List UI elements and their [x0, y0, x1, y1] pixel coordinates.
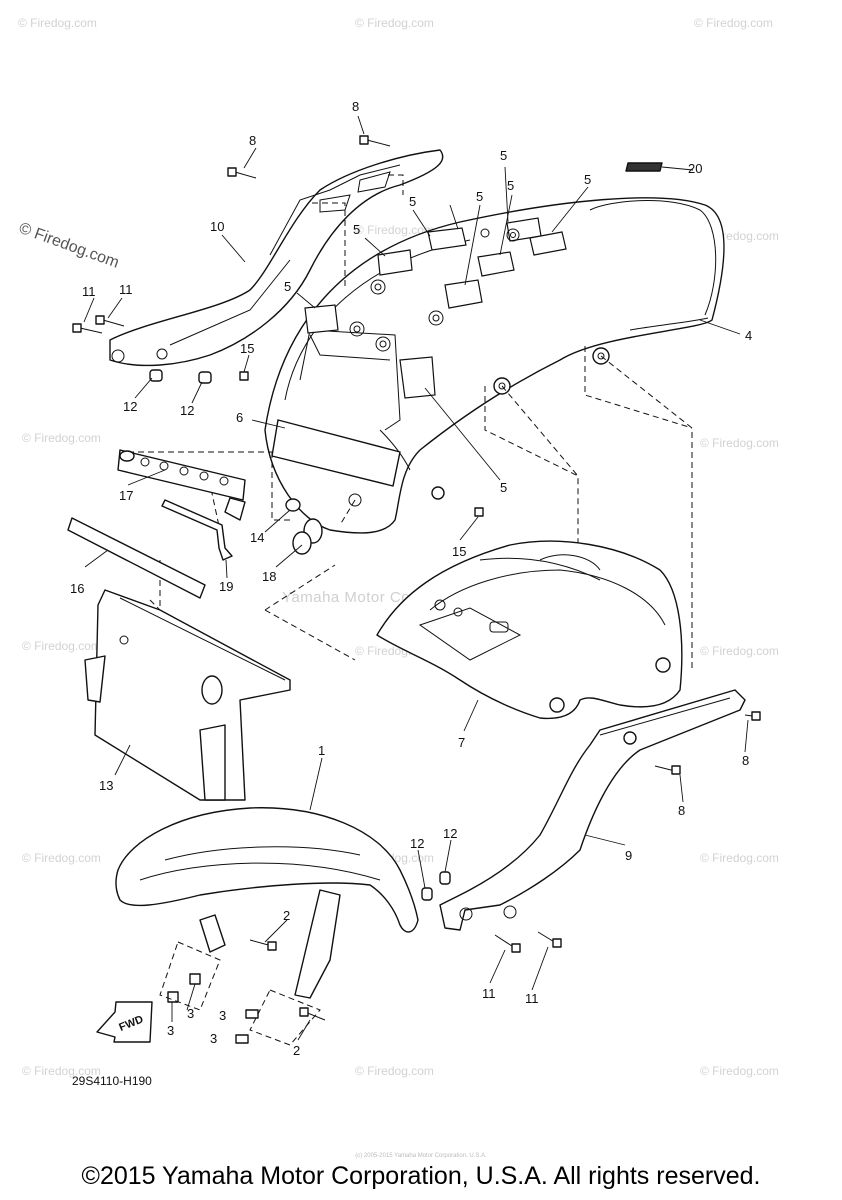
callout-label: 17 [119, 488, 133, 503]
callout-label: 5 [507, 178, 514, 193]
callout-label: 3 [167, 1023, 174, 1038]
callout-label: 11 [482, 986, 496, 1001]
callout-label: 11 [119, 282, 133, 297]
callout-label: 19 [219, 579, 233, 594]
strip-part-16 [67, 517, 206, 599]
callout-label: 2 [283, 908, 290, 923]
front-fender-part-1 [115, 807, 419, 933]
callout-label: 5 [409, 194, 416, 209]
callout-label: 5 [284, 279, 291, 294]
callout-labels: 1 2 2 3 3 3 3 4 5 5 5 5 5 5 5 5 6 7 8 8 … [70, 99, 752, 1058]
watermark: © Firedog.com [355, 1064, 434, 1078]
callout-label: 11 [525, 991, 539, 1006]
callout-label: 5 [500, 480, 507, 495]
callout-label: 8 [352, 99, 359, 114]
callout-label: 5 [476, 189, 483, 204]
watermark: © Firedog.com [700, 851, 779, 865]
callout-label: 5 [500, 148, 507, 163]
callout-label: 14 [250, 530, 264, 545]
callout-label: 8 [678, 803, 685, 818]
callout-label: 5 [584, 172, 591, 187]
watermark: © Firedog.com [22, 639, 101, 653]
callout-label: 3 [187, 1006, 194, 1021]
callout-label: 4 [745, 328, 752, 343]
watermark: © Firedog.com [18, 16, 97, 30]
callout-label: 2 [293, 1043, 300, 1058]
callout-label: 15 [240, 341, 254, 356]
callout-label: 12 [180, 403, 194, 418]
reflector-bracket-part-17 [117, 449, 246, 521]
watermark: © Firedog.com [355, 16, 434, 30]
license-bracket-part-13 [84, 589, 291, 801]
callout-label: 13 [99, 778, 113, 793]
wire-part-19 [161, 499, 233, 561]
rear-fender-part-4 [264, 197, 725, 534]
copyright-footer: ©2015 Yamaha Motor Corporation, U.S.A. A… [81, 1162, 761, 1190]
callout-label: 11 [82, 284, 96, 299]
callout-label: 7 [458, 735, 465, 750]
label-part-20 [625, 162, 663, 172]
fwd-arrow-icon: FWD [96, 1001, 153, 1043]
callout-label: 18 [262, 569, 276, 584]
flap-part-6 [271, 419, 401, 487]
watermark: © Firedog.com [694, 16, 773, 30]
watermark: © Firedog.com [700, 1064, 779, 1078]
callout-label: 5 [353, 222, 360, 237]
callout-label: 3 [210, 1031, 217, 1046]
diagram-code: 29S4110-H190 [72, 1074, 152, 1088]
watermark: © Firedog.com [700, 644, 779, 658]
callout-label: 20 [688, 161, 702, 176]
watermark: © Firedog.com [22, 851, 101, 865]
callout-label: 12 [443, 826, 457, 841]
callout-label: 12 [123, 399, 137, 414]
small-notice: (c) 2005-2015 Yamaha Motor Corporation, … [355, 1153, 487, 1159]
watermark: © Firedog.com [355, 223, 434, 237]
callout-label: 16 [70, 581, 84, 596]
callout-label: 8 [249, 133, 256, 148]
callout-label: 1 [318, 743, 325, 758]
callout-label: 9 [625, 848, 632, 863]
fender-brackets [159, 889, 341, 1046]
callout-label: 15 [452, 544, 466, 559]
grab-bar-part-10 [109, 149, 444, 367]
grommet-part-14 [285, 498, 301, 512]
callout-label: 6 [236, 410, 243, 425]
watermark: © Firedog.com [22, 431, 101, 445]
callout-leaders [83, 115, 749, 1041]
callout-label: 10 [210, 219, 224, 234]
inner-fender-part-7 [376, 540, 683, 720]
callout-label: 12 [410, 836, 424, 851]
watermark: © Firedog.com [22, 1064, 101, 1078]
callout-label: 8 [742, 753, 749, 768]
frame-rail-part-9 [439, 689, 746, 931]
callout-label: 3 [219, 1008, 226, 1023]
watermark: © Firedog.com [700, 436, 779, 450]
watermark: © Firedog.com [17, 220, 122, 272]
